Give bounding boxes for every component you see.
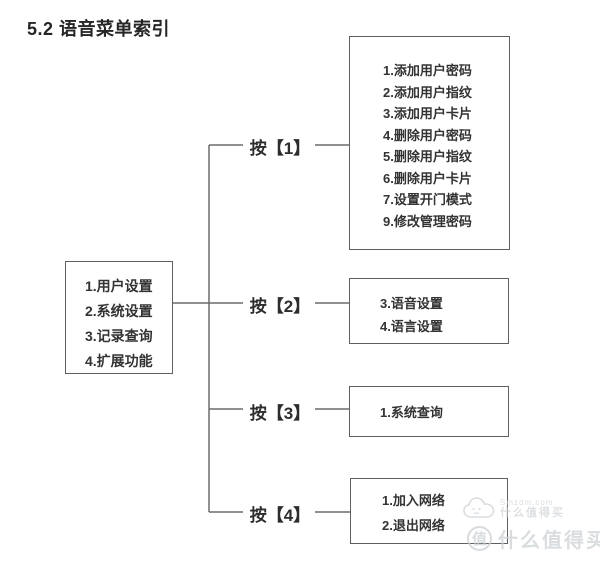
- menu-item: 7.设置开门模式: [383, 192, 472, 207]
- menu-item: 1.用户设置: [85, 278, 153, 294]
- key-label-press-3: 按【3】: [249, 404, 311, 423]
- menu-item: 3.记录查询: [85, 328, 153, 344]
- key-label-press-2: 按【2】: [249, 297, 311, 316]
- menu-item: 5.删除用户指纹: [383, 149, 472, 164]
- menu-item: 9.修改管理密码: [383, 213, 472, 229]
- watermark-large-row: 值 什么值得买: [467, 524, 600, 553]
- coin-logo-icon: 值: [467, 526, 492, 551]
- menu-item: 2.系统设置: [85, 303, 153, 319]
- menu-item: 4.语言设置: [380, 319, 443, 334]
- menu-item: 4.扩展功能: [85, 353, 153, 369]
- submenu-box-press-1: 1.添加用户密码 2.添加用户指纹 3.添加用户卡片 4.删除用户密码 5.删除用户指纹…: [349, 36, 510, 250]
- menu-item: 1.添加用户密码: [383, 63, 472, 78]
- menu-item: 2.添加用户指纹: [383, 84, 472, 100]
- watermark-brand-small-text: 什么值得买: [500, 507, 565, 519]
- menu-item: 3.语音设置: [380, 296, 443, 311]
- cloud-logo-icon: [463, 497, 495, 518]
- menu-item: 1.系统查询: [380, 405, 443, 420]
- key-label-press-1: 按【1】: [249, 139, 311, 158]
- page-title: 5.2 语音菜单索引: [27, 19, 171, 39]
- menu-item: 2.退出网络: [382, 518, 445, 533]
- watermark-small-texts: Smzdm.com 什么值得买: [500, 498, 565, 520]
- smzdm-watermark: Smzdm.com 什么值得买 值 什么值得买: [462, 495, 600, 553]
- menu-item: 4.删除用户密码: [383, 127, 472, 143]
- submenu-box-press-2: 3.语音设置 4.语言设置: [349, 278, 509, 344]
- menu-item: 3.添加用户卡片: [383, 106, 472, 121]
- menu-item: 1.加入网络: [382, 493, 445, 508]
- watermark-url-text: Smzdm.com: [500, 498, 554, 507]
- watermark-small-row: Smzdm.com 什么值得买: [462, 495, 600, 523]
- submenu-box-press-3: 1.系统查询: [349, 386, 509, 437]
- root-menu-box: 1.用户设置 2.系统设置 3.记录查询 4.扩展功能: [65, 261, 173, 374]
- watermark-brand-large-text: 什么值得买: [498, 530, 600, 552]
- menu-item: 6.删除用户卡片: [383, 170, 472, 186]
- key-label-press-4: 按【4】: [249, 506, 311, 525]
